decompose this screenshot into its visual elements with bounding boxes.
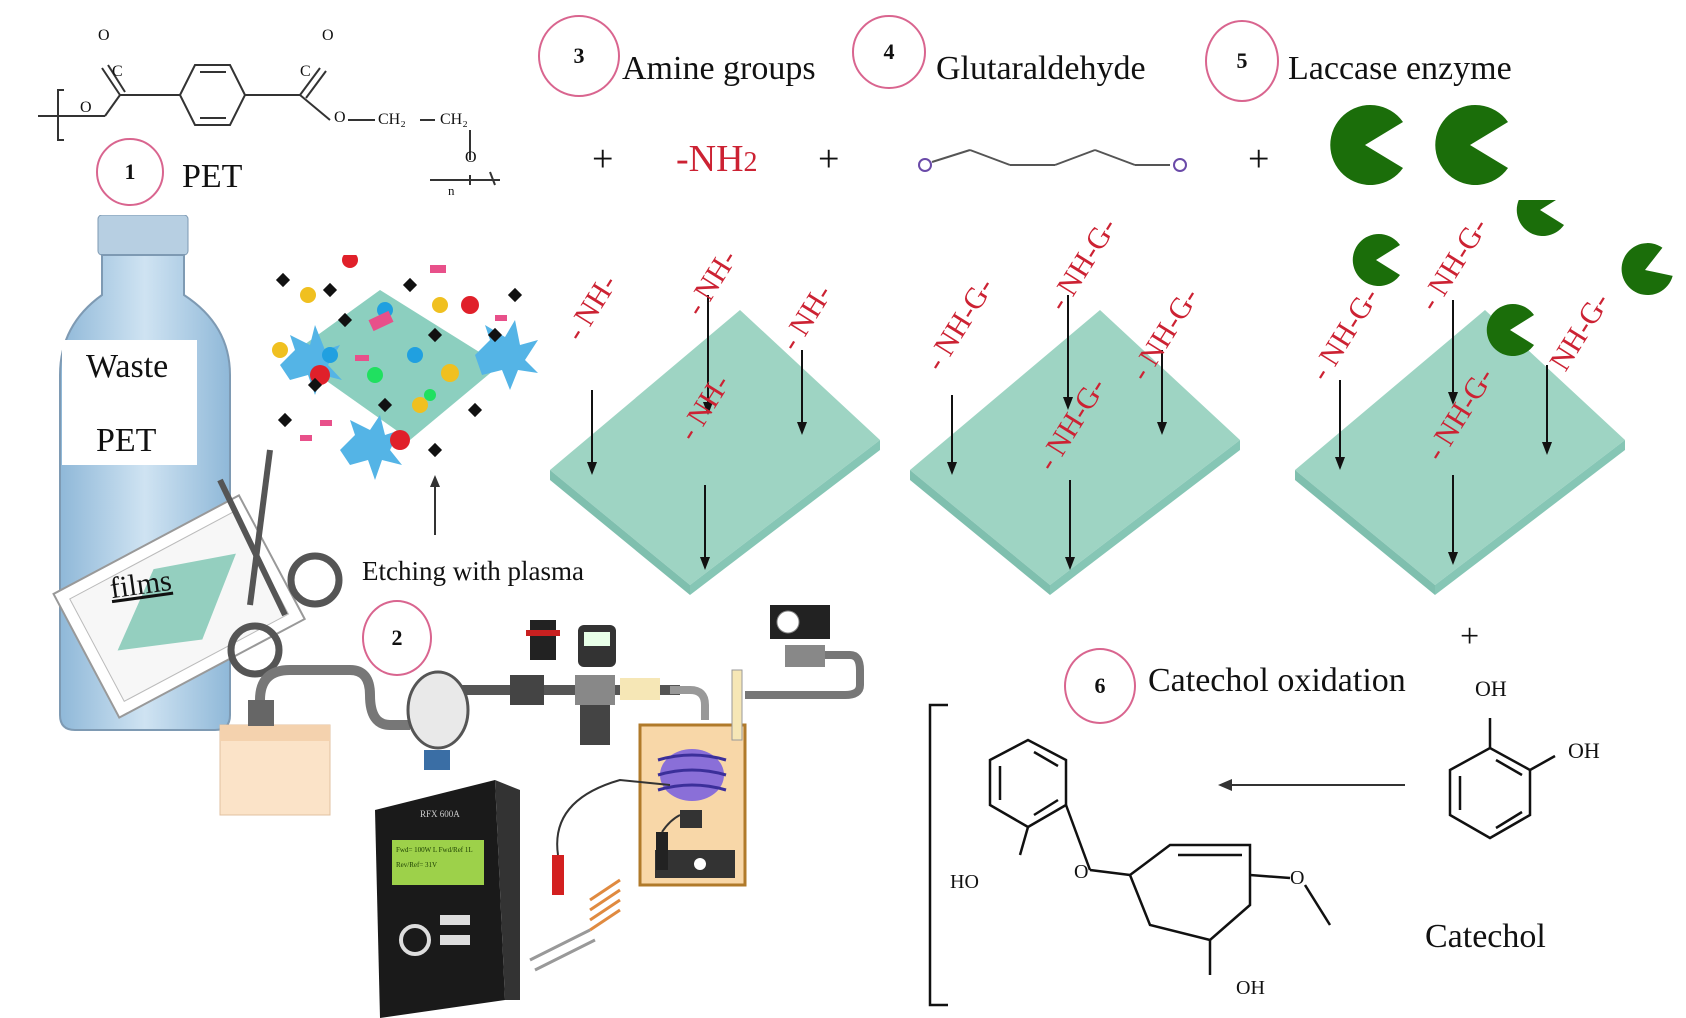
amine-subscript: 2 <box>743 147 758 178</box>
pet-c2-label: C <box>300 63 311 80</box>
catechol-oh-2: OH <box>1568 738 1600 763</box>
plasma-etching-illustration <box>272 255 538 535</box>
laccase-enzyme-icons <box>1330 105 1508 185</box>
catechol-label: Catechol <box>1425 918 1546 955</box>
bottle-label-line1: Waste <box>86 348 169 385</box>
power-supply-display-1: Fwd= 100W L Fwd/Ref 1L <box>396 846 473 854</box>
power-supply-display-2: Rev/Ref= 31V <box>396 861 438 869</box>
pet-c-label: C <box>112 63 123 80</box>
step-5-number: 5 <box>1236 48 1248 73</box>
step-2-badge: 2 <box>362 600 432 676</box>
plasma-apparatus <box>219 605 864 1018</box>
step-6-badge: 6 <box>1064 648 1136 724</box>
bottle-label-box <box>62 340 197 465</box>
product-ho-label: HO <box>950 871 979 893</box>
plus-sign-2: + <box>818 138 840 180</box>
step-4-label: Glutaraldehyde <box>936 50 1146 87</box>
step-6-label: Catechol oxidation <box>1148 662 1406 699</box>
catechol-structure <box>1448 718 1556 840</box>
glutaraldehyde-structure <box>918 149 1187 172</box>
plus-sign-1: + <box>592 138 614 180</box>
step-5-badge: 5 <box>1205 20 1279 102</box>
product-o-label-2: O <box>1290 867 1305 889</box>
pet-ch2a-label: CH₂ <box>378 111 406 128</box>
power-supply-model: RFX 600A <box>420 809 460 819</box>
pet-o-label: O <box>80 99 92 116</box>
step-2-label: Etching with plasma <box>362 556 584 586</box>
bottle-label-line2: PET <box>96 422 157 459</box>
oxidation-arrow <box>1218 779 1405 791</box>
step-5-label: Laccase enzyme <box>1288 50 1512 87</box>
step-4-number: 4 <box>883 39 895 64</box>
oxidation-product-structure <box>928 703 1332 1007</box>
amine-reagent: -NH2 <box>676 140 758 178</box>
step-3-label: Amine groups <box>622 50 816 87</box>
pet-o4-label: O <box>334 109 346 126</box>
catechol-oh-1: OH <box>1475 676 1507 701</box>
step-1-label: PET <box>182 158 243 195</box>
step-1-number: 1 <box>124 159 136 184</box>
films-card-and-scissors <box>52 449 343 719</box>
step-3-badge: 3 <box>538 15 620 97</box>
product-oh-label: OH <box>1236 977 1265 999</box>
step-1-badge: 1 <box>96 138 164 206</box>
pet-o3-label: O <box>322 27 334 44</box>
pet-n-label: n <box>448 183 455 198</box>
amine-reagent-text: -NH <box>676 138 744 180</box>
step-3-number: 3 <box>573 43 585 68</box>
step-4-badge: 4 <box>852 15 926 89</box>
plus-sign-3: + <box>1248 138 1270 180</box>
step-2-number: 2 <box>391 625 403 650</box>
pet-ch2b-label: CH₂ <box>440 111 468 128</box>
step-6-number: 6 <box>1094 673 1106 698</box>
product-o-label-1: O <box>1074 861 1089 883</box>
plus-sign-4: + <box>1460 618 1480 655</box>
pet-structure-svg <box>38 64 500 186</box>
pet-o2-label: O <box>98 27 110 44</box>
surface-slabs <box>550 200 1673 595</box>
pet-o5-label: O <box>465 149 477 166</box>
